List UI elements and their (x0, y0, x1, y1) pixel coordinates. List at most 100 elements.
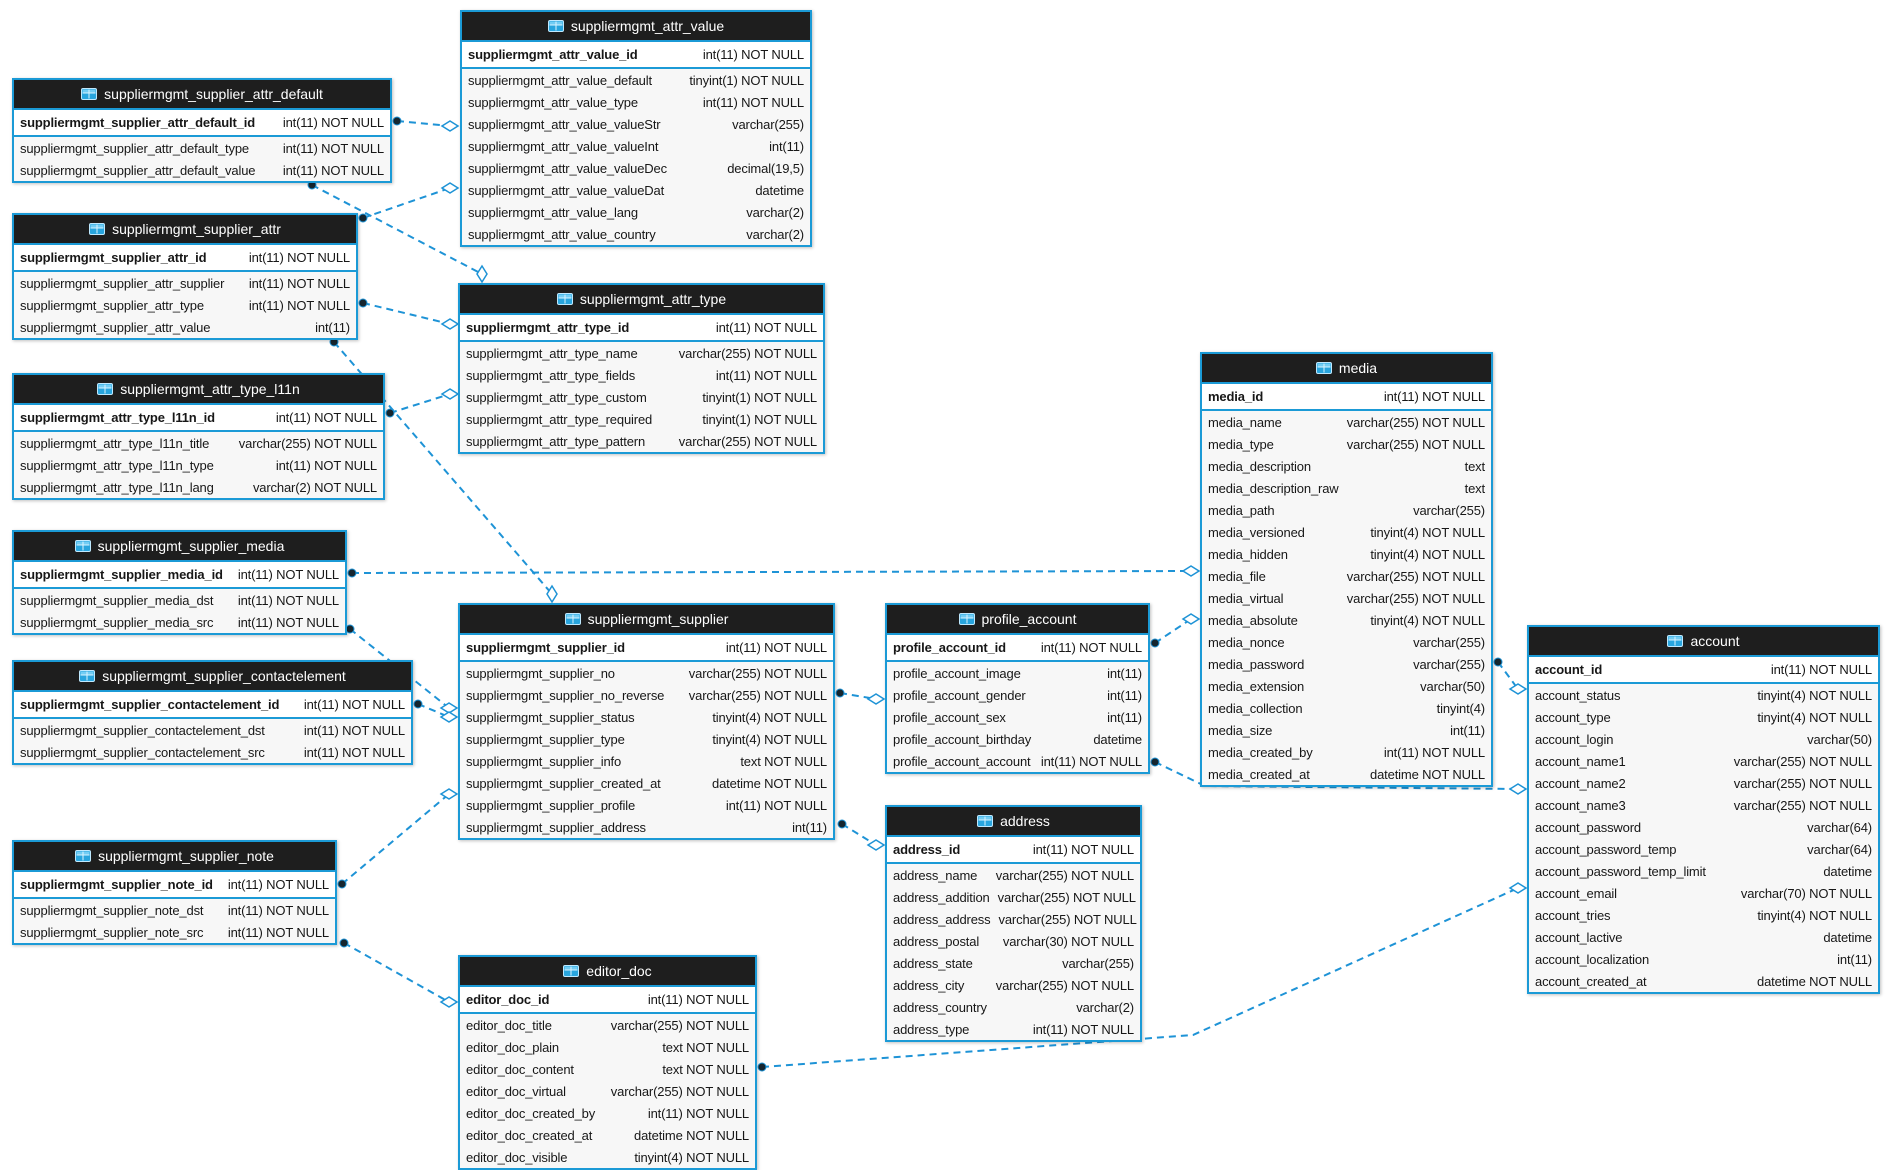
primary-key-row[interactable]: suppliermgmt_supplier_note_id int(11) NO… (14, 872, 335, 899)
primary-key-row[interactable]: account_id int(11) NOT NULL (1529, 657, 1878, 684)
table-header[interactable]: account (1529, 627, 1878, 657)
table-header[interactable]: suppliermgmt_supplier_media (14, 532, 345, 562)
table-header[interactable]: suppliermgmt_attr_value (462, 12, 810, 42)
relationship-suppliermgmt_supplier_contactelement-to-suppliermgmt_supplier[interactable] (413, 699, 459, 723)
relationship-profile_account-to-account[interactable] (1150, 757, 1528, 795)
column-row[interactable]: suppliermgmt_supplier_contactelement_src… (14, 741, 411, 763)
table-header[interactable]: address (887, 807, 1140, 837)
primary-key-row[interactable]: suppliermgmt_attr_value_id int(11) NOT N… (462, 42, 810, 69)
primary-key-row[interactable]: media_id int(11) NOT NULL (1202, 384, 1491, 411)
table-header[interactable]: media (1202, 354, 1491, 384)
column-row[interactable]: suppliermgmt_supplier_attr_default_value… (14, 159, 390, 181)
primary-key-row[interactable]: suppliermgmt_supplier_attr_default_id in… (14, 110, 390, 137)
relationship-media-to-account[interactable] (1493, 657, 1528, 695)
table-header[interactable]: suppliermgmt_supplier_note (14, 842, 335, 872)
relationship-suppliermgmt_supplier-to-address[interactable] (837, 819, 886, 851)
primary-key-row[interactable]: editor_doc_id int(11) NOT NULL (460, 987, 755, 1014)
table-header[interactable]: editor_doc (460, 957, 755, 987)
relationship-suppliermgmt_supplier_note-to-suppliermgmt_supplier[interactable] (337, 788, 459, 889)
relationship-suppliermgmt_attr_type_l11n-to-suppliermgmt_attr_type[interactable] (385, 388, 460, 418)
relationship-suppliermgmt_supplier_attr_default-to-suppliermgmt_attr_type[interactable] (307, 180, 488, 284)
primary-key-row[interactable]: suppliermgmt_supplier_attr_id int(11) NO… (14, 245, 356, 272)
table-header[interactable]: suppliermgmt_supplier_attr_default (14, 80, 390, 110)
primary-key-row[interactable]: suppliermgmt_supplier_media_id int(11) N… (14, 562, 345, 589)
relationship-suppliermgmt_supplier_note-to-editor_doc[interactable] (339, 938, 459, 1008)
primary-key-row[interactable]: suppliermgmt_attr_type_l11n_id int(11) N… (14, 405, 383, 432)
primary-key-row[interactable]: address_id int(11) NOT NULL (887, 837, 1140, 864)
relationship-suppliermgmt_supplier_attr-to-suppliermgmt_attr_value[interactable] (358, 182, 460, 223)
primary-key-row[interactable]: suppliermgmt_supplier_id int(11) NOT NUL… (460, 635, 833, 662)
relationship-suppliermgmt_supplier_media-to-media[interactable] (347, 565, 1201, 578)
relationship-editor_doc-to-account[interactable] (757, 882, 1528, 1072)
table-header[interactable]: suppliermgmt_attr_type_l11n (14, 375, 383, 405)
relationship-suppliermgmt_supplier_attr-to-suppliermgmt_attr_type[interactable] (358, 298, 460, 330)
table-header[interactable]: suppliermgmt_supplier (460, 605, 833, 635)
table-header[interactable]: suppliermgmt_supplier_attr (14, 215, 356, 245)
relationship-suppliermgmt_supplier_attr_default-to-suppliermgmt_attr_value[interactable] (392, 116, 460, 132)
column-row[interactable]: suppliermgmt_supplier_contactelement_dst… (14, 719, 411, 741)
primary-key-row[interactable]: suppliermgmt_supplier_contactelement_id … (14, 692, 411, 719)
primary-key-row[interactable]: suppliermgmt_attr_type_id int(11) NOT NU… (460, 315, 823, 342)
